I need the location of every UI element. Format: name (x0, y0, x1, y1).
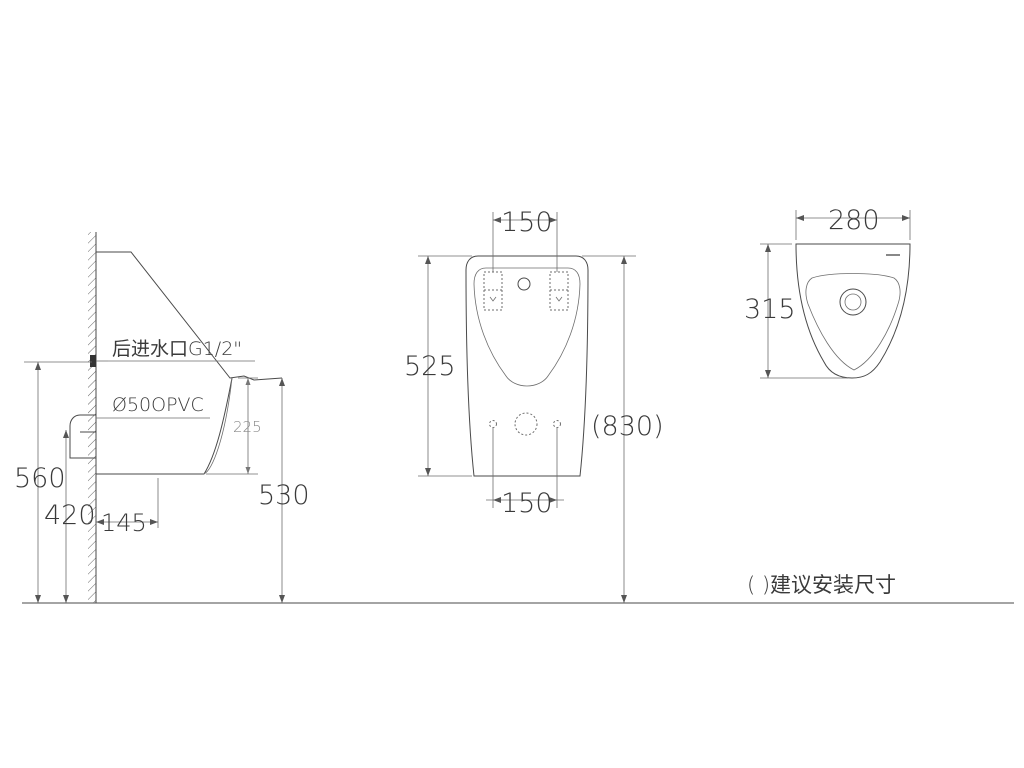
arrow-225-bottom (245, 467, 251, 474)
urinal-front-bowl (473, 267, 581, 387)
inlet-label: 后进水口G1/2" (112, 338, 242, 360)
arrow-525-top (425, 256, 431, 264)
dim-150-top: 150 (501, 207, 553, 238)
arrow-150-top-right (549, 217, 557, 223)
dim-560: 560 (14, 463, 66, 494)
dim-830: (830) (591, 411, 664, 442)
urinal-bowl-curve (203, 377, 233, 475)
top-view: 280 315 (744, 205, 911, 379)
arrow-145-right (150, 519, 158, 525)
dim-315: 315 (744, 294, 796, 325)
arrow-420-bottom (63, 595, 69, 603)
wall-hatch (88, 232, 96, 603)
arrow-315-bottom (765, 370, 771, 378)
urinal-profile (96, 251, 283, 475)
dim-525: 525 (404, 351, 456, 382)
arrow-560-bottom (35, 595, 41, 603)
arrow-830-bottom (621, 595, 627, 603)
arrow-150-top-left (493, 217, 501, 223)
dim-145: 145 (101, 509, 147, 537)
installation-note: ( )建议安装尺寸 (747, 573, 896, 597)
top-view-drain-outer (839, 288, 867, 316)
arrow-225-top (245, 378, 251, 385)
inlet-fitting (90, 355, 96, 367)
arrow-830-top (621, 256, 627, 264)
arrow-145-left (96, 519, 104, 525)
arrow-560-top (35, 362, 41, 370)
left-fixing-hole (489, 420, 497, 428)
dim-420: 420 (44, 500, 96, 531)
arrow-530-bottom (279, 595, 285, 603)
arrow-530-top (279, 378, 285, 386)
urinal-front-body (465, 255, 589, 477)
drain-outlet (514, 412, 538, 436)
dim-150-bottom: 150 (501, 488, 553, 519)
dim-225: 225 (233, 418, 262, 436)
front-view: 150 150 525 (830) (404, 207, 664, 603)
right-fixing-hole (553, 420, 561, 428)
right-bracket-mark (555, 296, 563, 302)
side-view: 后进水口G1/2" Ø50OPVC 560 420 145 225 (14, 232, 310, 603)
dim-280: 280 (828, 205, 880, 236)
arrow-280-left (796, 215, 804, 221)
dim-530: 530 (258, 480, 310, 511)
right-bracket (549, 271, 569, 311)
arrow-420-top (63, 430, 69, 438)
arrow-315-top (765, 244, 771, 252)
outlet-label: Ø50OPVC (112, 394, 204, 416)
arrow-150-bottom-left (493, 497, 501, 503)
outlet-pipe (69, 414, 96, 459)
urinal-top-rim (805, 273, 901, 371)
left-bracket-mark (489, 296, 497, 302)
arrow-150-bottom-right (549, 497, 557, 503)
urinal-top-outline (795, 243, 911, 379)
left-bracket (483, 271, 503, 311)
top-view-drain-inner (844, 293, 862, 311)
arrow-525-bottom (425, 468, 431, 476)
top-spud (517, 277, 531, 291)
arrow-280-right (902, 215, 910, 221)
